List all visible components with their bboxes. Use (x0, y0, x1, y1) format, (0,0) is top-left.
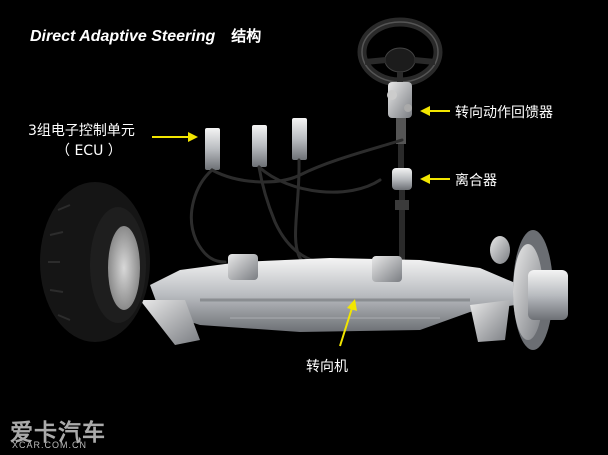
clutch-unit (392, 144, 412, 260)
rack-arrow (339, 299, 357, 347)
callout-arrows (152, 106, 450, 347)
label-clutch: 离合器 (455, 173, 497, 189)
feedback-arrow (420, 106, 450, 116)
diagram-title: Direct Adaptive Steering 结构 (30, 25, 261, 46)
steering-wheel (357, 17, 443, 87)
clutch-arrow (420, 174, 450, 184)
ecu-arrow (152, 132, 198, 142)
title-chinese: 结构 (231, 27, 262, 45)
left-wheel (40, 182, 150, 342)
ecu-modules (205, 118, 307, 170)
feedback-actuator (387, 82, 412, 144)
title-english: Direct Adaptive Steering (30, 28, 216, 45)
watermark-url: XCAR.COM.CN (12, 440, 88, 450)
label-ecu-line2: （ ECU ） (56, 143, 122, 159)
label-feedback-unit: 转向动作回馈器 (455, 105, 553, 121)
watermark-logo: 爱卡汽车 (10, 420, 106, 446)
right-brake-disc (490, 230, 568, 350)
front-axle-frame (140, 254, 520, 345)
label-steering-rack: 转向机 (306, 359, 348, 375)
label-ecu-line1: 3组电子控制单元 (28, 123, 135, 139)
